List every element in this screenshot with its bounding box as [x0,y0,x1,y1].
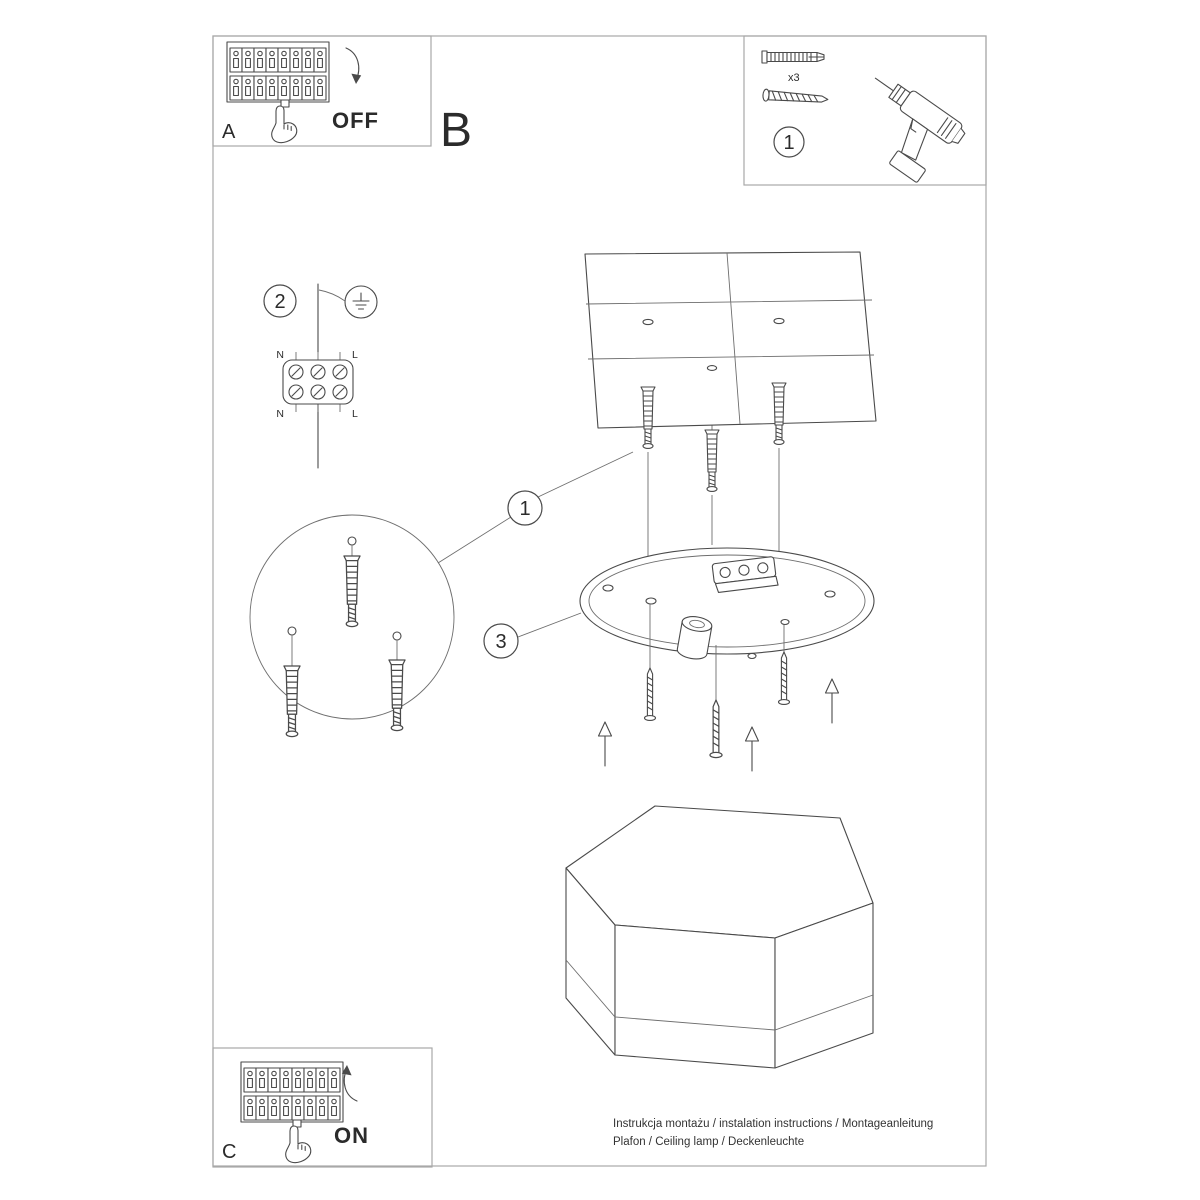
up-arrow-icon [824,678,840,724]
zoom-circle [249,514,455,720]
cable-clamp-icon [676,616,713,660]
mounting-screw-icon [777,651,791,705]
ceiling-panel [584,251,877,429]
lamp-body [565,805,874,1069]
wall-anchor-icon [283,665,301,738]
mounting-screw-icon [643,667,657,721]
step-a-label: A [222,121,236,143]
callout-1: 1 [437,451,634,564]
leader-lines [437,451,634,564]
panel-hole [642,318,654,326]
wall-plug-qty-label: x3 [788,72,800,84]
plate-hole [780,618,790,626]
leader-line [517,612,582,638]
page-frame [212,35,987,1167]
step-b-label: B [440,104,472,157]
plate-terminal-block-icon [711,556,779,593]
n-label-bottom: N [276,408,284,420]
on-label: ON [334,1123,369,1148]
step-c-box: ON C [212,1047,433,1168]
plate-hole [645,597,657,605]
hand-icon [271,105,298,144]
diffuser-seam [565,959,874,1031]
svg-text:3: 3 [495,631,506,653]
panel-hole [706,365,718,371]
flip-arrow-icon [345,47,362,85]
panel-hole [773,317,785,325]
earth-symbol-icon [344,285,378,319]
footer-line-2: Plafon / Ceiling lamp / Deckenleuchte [613,1136,804,1148]
zoom-detail [249,514,455,738]
tools-step-number: 1 [783,132,794,154]
wiring-diagram: 2 N L N L [263,283,378,469]
hand-icon [285,1125,312,1164]
l-label-top: L [352,349,358,361]
exploded-view [565,251,877,1069]
up-arrow-icon [597,721,613,767]
mounting-screw-icon [709,699,723,759]
wall-plug-icon [761,50,825,64]
breaker-panel-icon [227,42,329,108]
step-c-label: C [222,1141,236,1163]
earth-wire [318,289,346,302]
mounting-plate [579,547,875,660]
drill-icon [839,67,969,190]
plate-hole [824,590,836,598]
screw-icon [762,88,829,106]
terminal-block-icon [282,359,354,405]
svg-text:1: 1 [519,498,530,520]
plate-hole [747,652,757,660]
l-label-bottom: L [352,408,358,420]
callout-3: 3 [483,612,582,659]
flip-arrow-icon [341,1064,358,1102]
wire-stubs [295,352,341,412]
n-label-top: N [276,349,284,361]
footer-line-1: Instrukcja montażu / instalation instruc… [613,1118,933,1130]
up-arrow-icon [744,726,760,772]
drill-hole [392,631,402,641]
callout-2: 2 [263,284,297,318]
tools-step-badge: 1 [773,126,805,158]
wall-anchor-icon [704,429,720,492]
svg-text:2: 2 [274,291,285,313]
drill-hole [287,626,297,636]
drill-hole [347,536,357,546]
wall-anchor-icon [343,555,361,628]
plate-hole [602,584,614,592]
off-label: OFF [332,108,379,133]
wall-anchor-icon [388,659,406,732]
tools-box: x3 1 [743,35,987,190]
breaker-panel-icon [241,1062,343,1128]
guide-lines-lower [649,604,785,700]
step-a-box: OFF A [212,35,432,147]
